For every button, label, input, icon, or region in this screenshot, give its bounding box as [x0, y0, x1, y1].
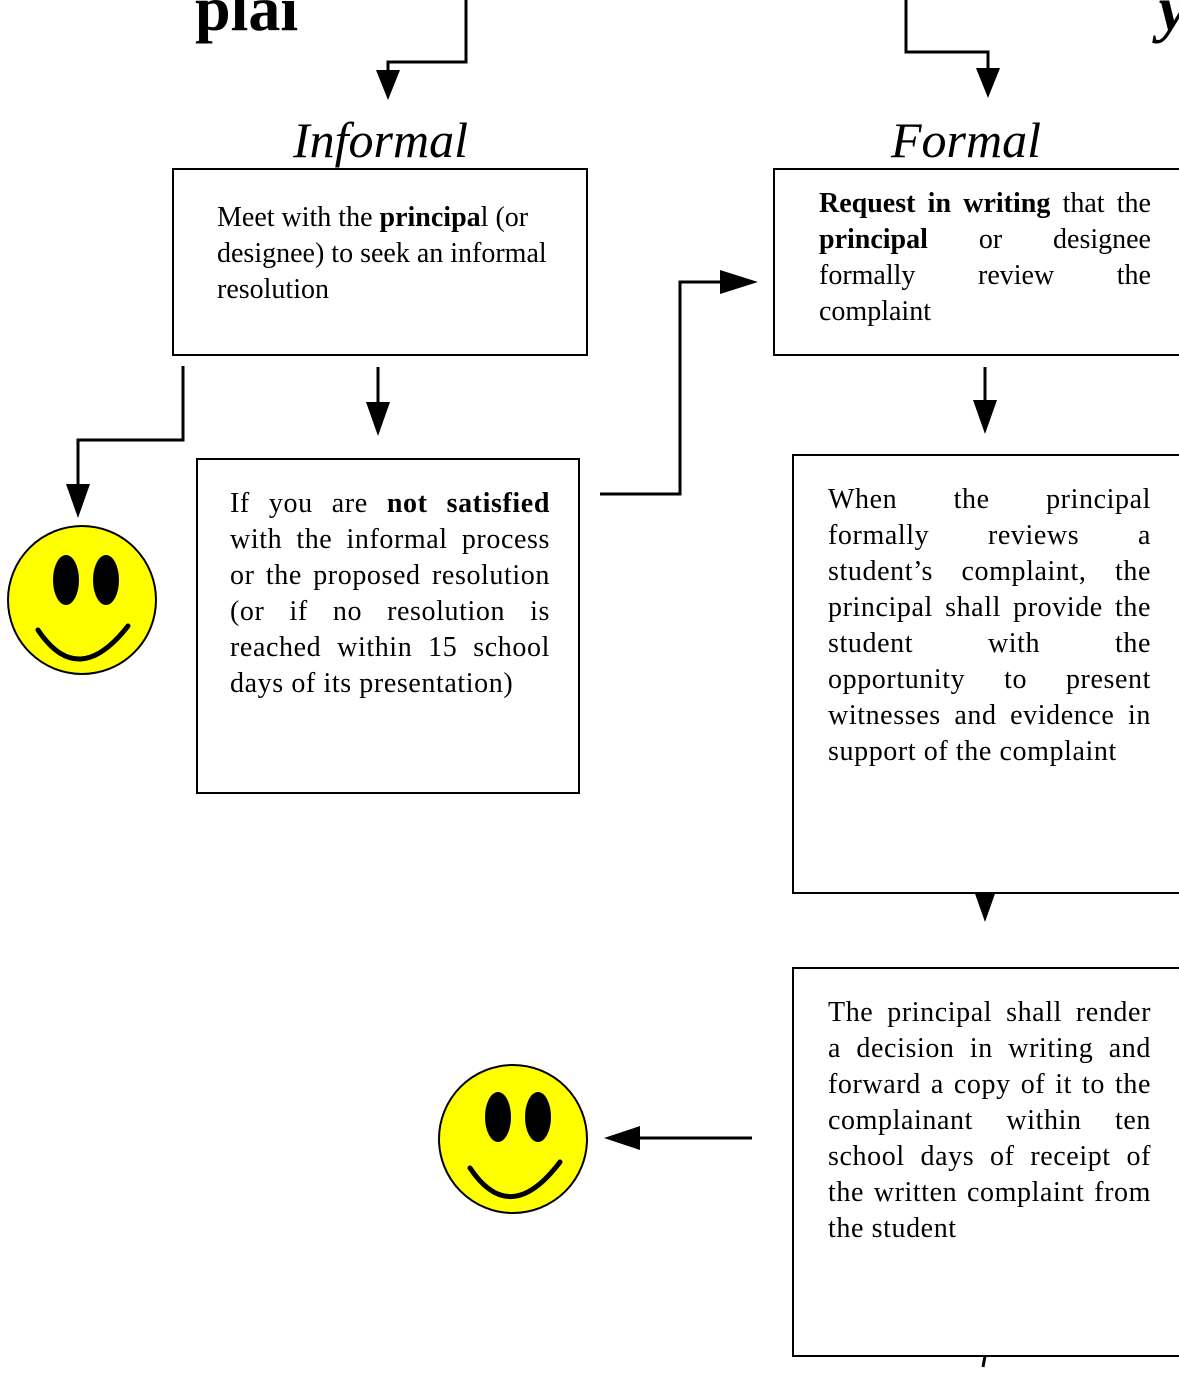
box-meet-text: Meet with the: [217, 202, 380, 233]
smiley-face-icon: [438, 1064, 588, 1214]
title-fragment-left: plai: [195, 0, 299, 44]
arrowhead-right: [720, 270, 758, 294]
box-request-bold-1: Request in writing: [819, 188, 1051, 219]
arrowhead-down: [976, 68, 1000, 98]
connector-title-to-formal: [904, 0, 990, 68]
smiley-face-icon: [7, 525, 157, 675]
connector-not-satisfied-to-request: [600, 280, 722, 496]
box-request-bold-2: principal: [819, 224, 928, 255]
box-decision: The principal shall render a decision in…: [792, 967, 1179, 1357]
title-fragment-right: y: [1159, 0, 1179, 44]
box-meet-principal: Meet with the principal (or designee) to…: [172, 168, 588, 356]
box-decision-text: The principal shall render a decision in…: [828, 997, 1151, 1244]
box-meet-bold: principa: [379, 202, 481, 233]
box-not-satisfied-text: If you are: [230, 488, 387, 519]
heading-formal: Formal: [891, 112, 1041, 168]
box-request-text: that the: [1050, 188, 1151, 219]
box-review-text: When the principal formally reviews a st…: [828, 484, 1151, 767]
arrowhead-down: [366, 402, 390, 436]
box-not-satisfied-text-rest: with the informal process or the propose…: [230, 524, 550, 699]
arrowhead-down: [66, 484, 90, 518]
connector-decision-continue: [981, 1355, 987, 1368]
arrowhead-down: [376, 70, 400, 100]
box-formal-review: When the principal formally reviews a st…: [792, 454, 1179, 894]
arrowhead-down: [973, 888, 997, 922]
arrowhead-down: [973, 400, 997, 434]
box-meet-text-rest: l (or designee) to seek an informal reso…: [217, 202, 547, 305]
box-request-text-rest: or designee formally review the complain…: [819, 224, 1151, 327]
box-request-in-writing: Request in writing that the principal or…: [773, 168, 1179, 356]
box-not-satisfied: If you are not satisfied with the inform…: [196, 458, 580, 794]
connector-meet-to-smiley: [76, 366, 185, 484]
connector-title-to-informal: [386, 0, 468, 70]
heading-informal: Informal: [293, 112, 468, 168]
box-not-satisfied-bold: not satisfied: [386, 488, 550, 519]
arrowhead-left: [604, 1126, 640, 1150]
